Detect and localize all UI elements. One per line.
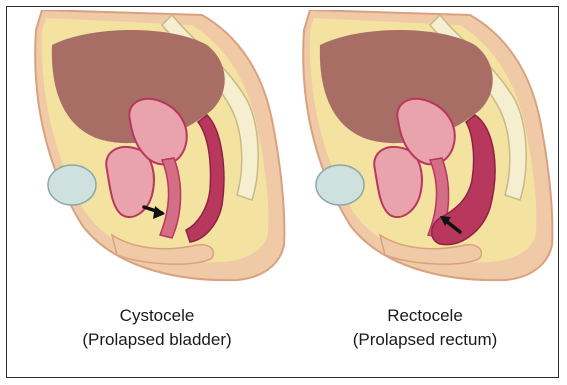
cystocele-subtitle: (Prolapsed bladder) [22,328,292,352]
rectocele-illustration [290,10,560,300]
cystocele-caption: Cystocele (Prolapsed bladder) [22,304,292,352]
rectocele-subtitle: (Prolapsed rectum) [290,328,560,352]
rectocele-caption: Rectocele (Prolapsed rectum) [290,304,560,352]
cystocele-illustration [22,10,292,300]
cystocele-title: Cystocele [22,304,292,328]
rectocele-title: Rectocele [290,304,560,328]
